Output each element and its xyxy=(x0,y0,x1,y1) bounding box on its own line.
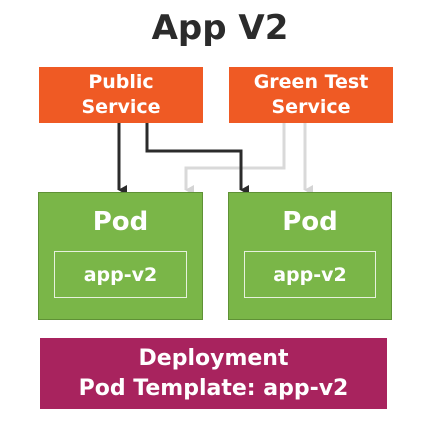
public-service-label-1: Public xyxy=(88,71,154,93)
green-service-label-1: Green Test xyxy=(253,71,369,93)
public-service-label-2: Service xyxy=(81,96,161,118)
pod-title-1: Pod xyxy=(92,207,149,237)
deployment-box: Deployment Pod Template: app-v2 xyxy=(40,338,387,409)
green-to-pod1-arrow xyxy=(184,123,286,195)
pod-box-2: Pod app-v2 xyxy=(228,192,392,320)
pod-title-2: Pod xyxy=(282,207,338,237)
green-test-service-box: Green Test Service xyxy=(229,67,393,123)
public-to-pod2-arrow xyxy=(145,123,249,195)
green-service-label-2: Service xyxy=(271,96,351,118)
pod-template-label: Pod Template: app-v2 xyxy=(78,375,349,401)
pod-container-2: app-v2 xyxy=(244,251,376,298)
pod-container-1: app-v2 xyxy=(54,251,187,298)
deployment-label: Deployment xyxy=(138,345,289,371)
diagram-title: App V2 xyxy=(151,8,289,48)
pod-box-1: Pod app-v2 xyxy=(38,192,203,320)
public-service-box: Public Service xyxy=(39,67,203,123)
